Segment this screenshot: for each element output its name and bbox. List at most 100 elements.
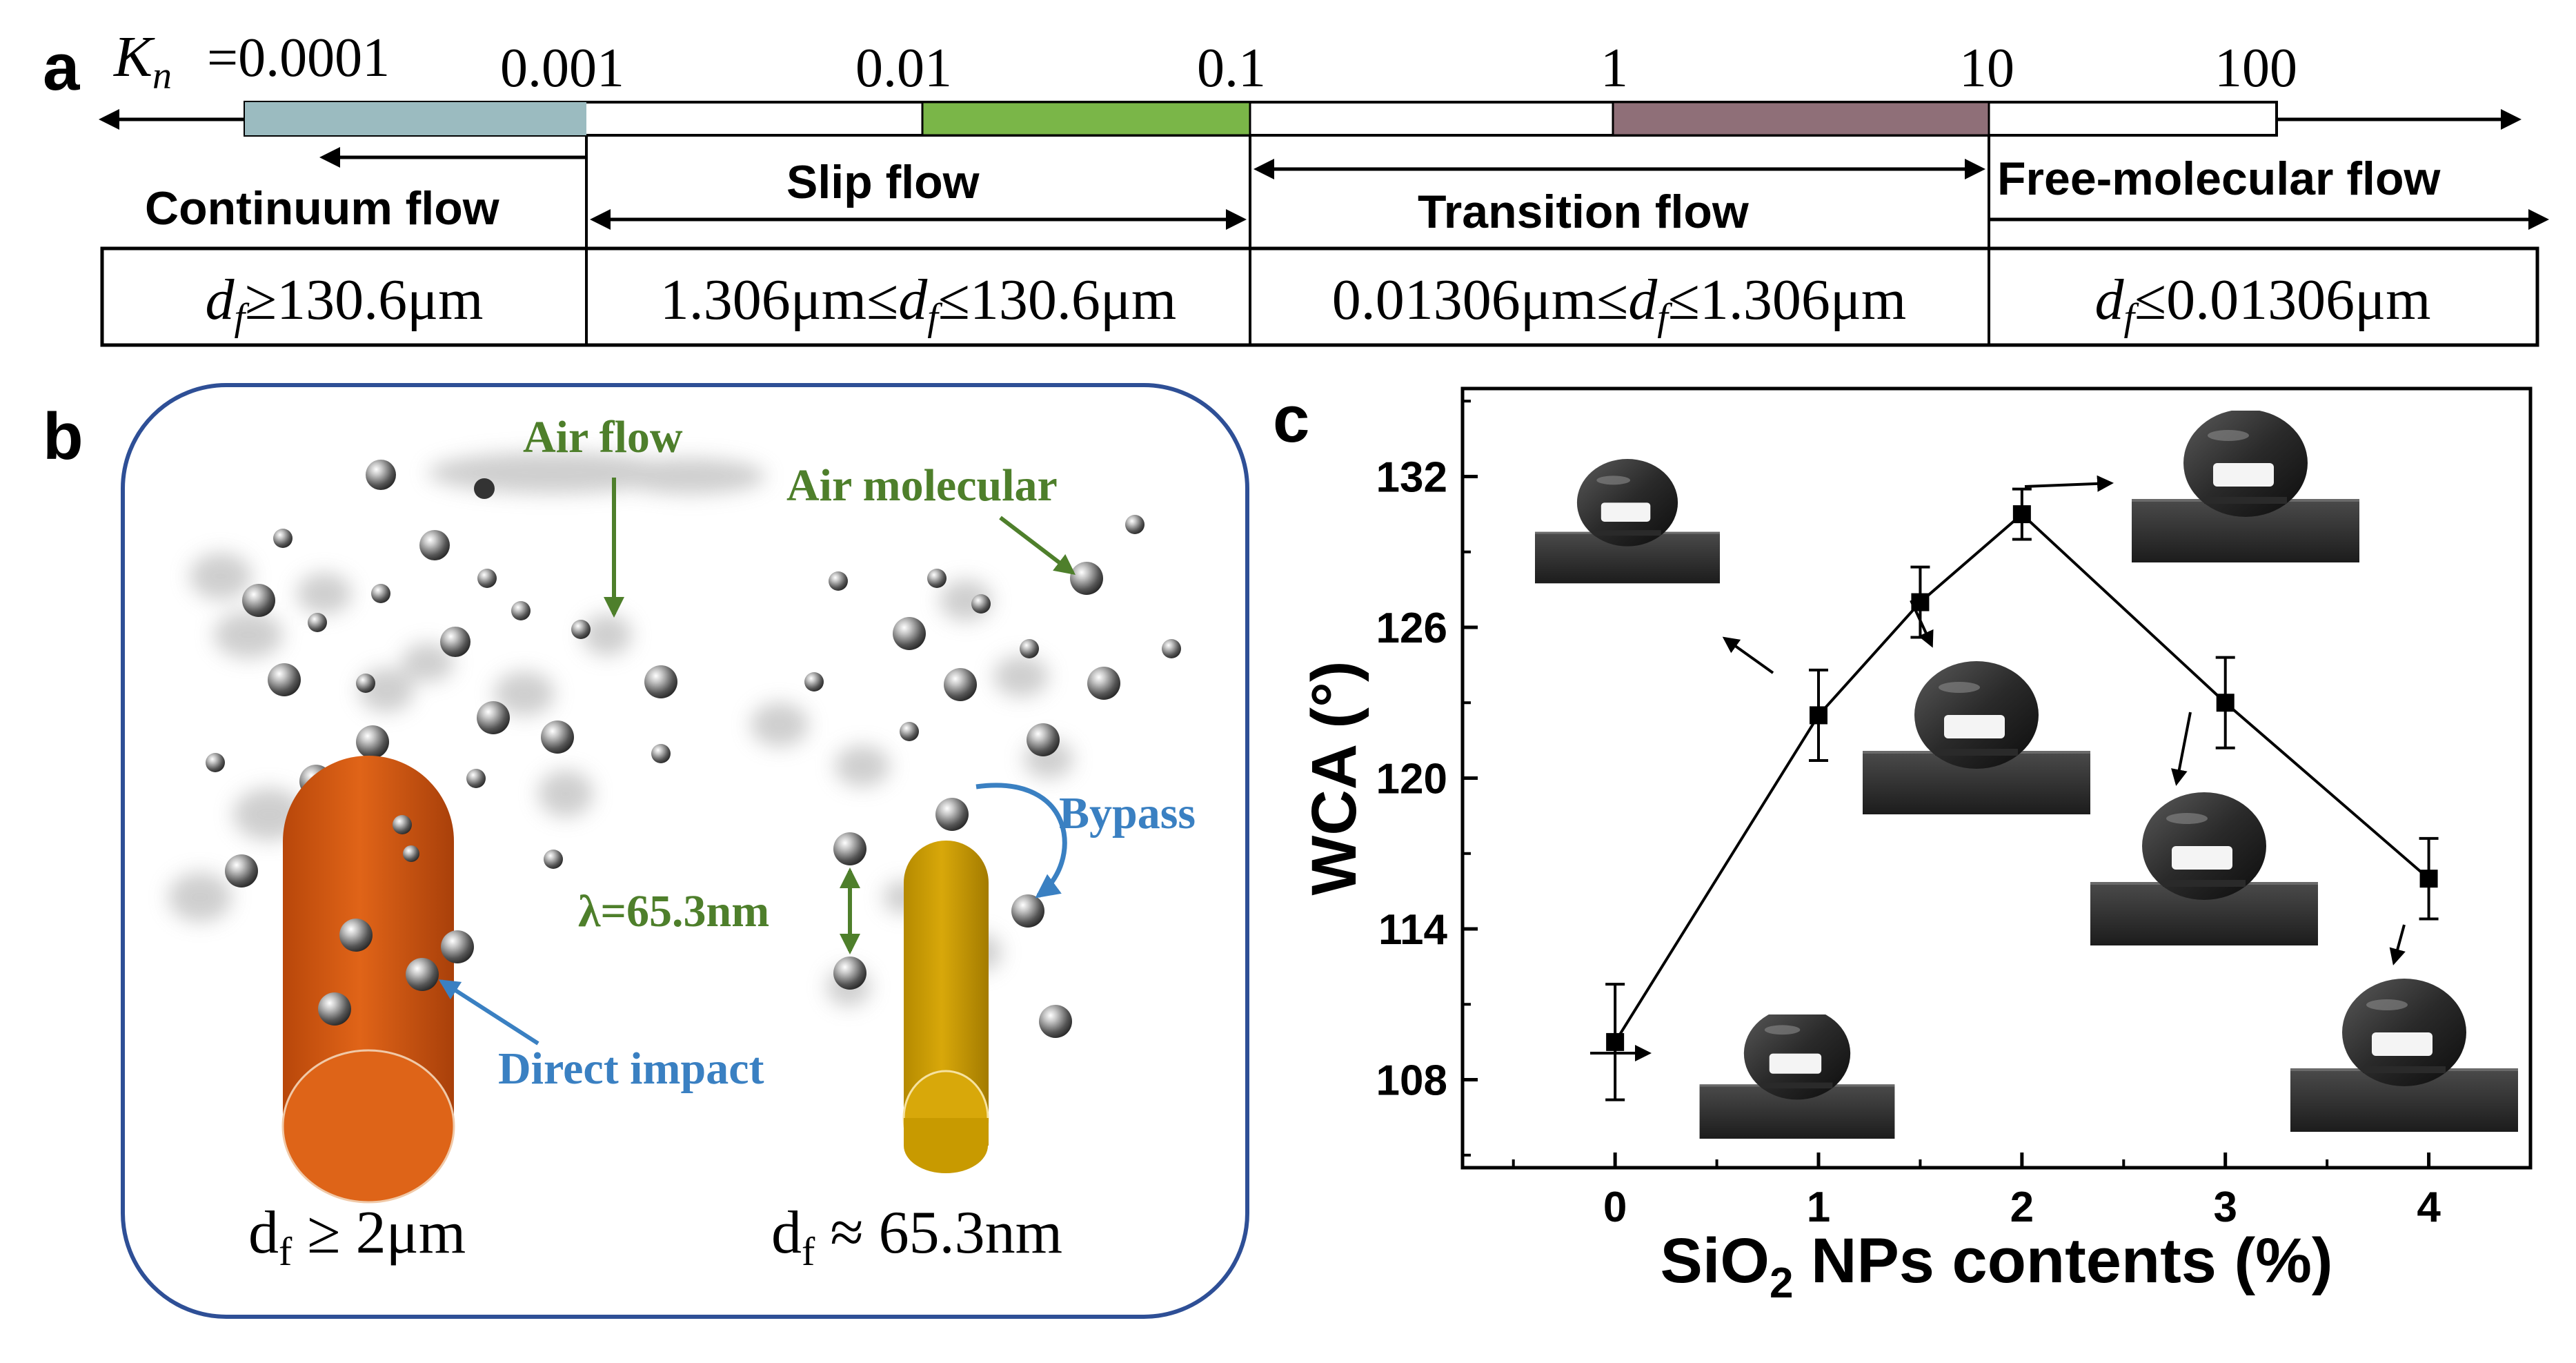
air-molecule xyxy=(1027,723,1060,756)
air-molecule xyxy=(477,569,497,588)
air-molecule xyxy=(339,919,373,952)
air-molecule xyxy=(225,854,258,888)
inset-pointer-4pct xyxy=(2389,924,2406,965)
panel-b: b xyxy=(43,383,1249,1319)
regime-transition-label: Transition flow xyxy=(1418,186,1750,238)
air-molecule xyxy=(268,663,301,696)
air-molecule xyxy=(1011,894,1044,928)
kn-tick-5: 10 xyxy=(1959,38,2014,99)
air-molecule xyxy=(544,850,563,869)
direct-impact-label: Direct impact xyxy=(498,1043,764,1094)
x-tick-label: 0 xyxy=(1603,1184,1627,1231)
kn-tick-1: 0.001 xyxy=(500,38,624,99)
direct-impact-arrow xyxy=(438,979,539,1046)
y-tick-label: 120 xyxy=(1376,756,1447,803)
diameter-table xyxy=(100,246,2539,347)
air-molecule xyxy=(406,958,439,991)
y-tick-label: 114 xyxy=(1378,906,1448,954)
air-molecule xyxy=(1020,639,1039,658)
y-tick-label: 126 xyxy=(1376,605,1447,652)
air-molecule xyxy=(393,815,412,834)
air-molecule xyxy=(1087,667,1120,700)
x-tick-label: 3 xyxy=(2213,1184,2237,1231)
kn-tick-2: 0.01 xyxy=(855,38,952,99)
wca-series-line xyxy=(1614,512,2430,1043)
drop-photo-1pct xyxy=(1535,458,1720,584)
diameter-cell-continuum: df≥130.6μm xyxy=(205,268,483,339)
air-molecule xyxy=(477,701,510,734)
air-molecule xyxy=(419,530,450,560)
drop-photo-0pct xyxy=(1699,1014,1895,1139)
air-molecule xyxy=(829,571,848,591)
small-fiber xyxy=(902,841,989,1173)
data-point xyxy=(2419,870,2438,888)
air-flow-label: Air flow xyxy=(523,412,683,462)
air-molecule xyxy=(833,957,866,990)
x-tick-label: 4 xyxy=(2417,1184,2441,1231)
kn-bar-continuum-segment xyxy=(245,102,586,135)
air-molecule xyxy=(900,722,919,741)
air-molecule xyxy=(440,627,470,657)
air-molecule xyxy=(511,601,531,620)
regime-continuum-label: Continuum flow xyxy=(145,182,500,235)
small-fiber-diameter-label: df ≈ 65.3nm xyxy=(771,1199,1062,1274)
drop-photo-2pct xyxy=(2132,411,2359,562)
air-molecular-label: Air molecular xyxy=(786,460,1058,511)
kn-tick-6: 100 xyxy=(2215,38,2297,99)
large-fiber xyxy=(281,756,474,1204)
bypass-label: Bypass xyxy=(1059,788,1196,839)
air-molecule xyxy=(371,584,390,603)
large-fiber-diameter-label: df ≥ 2μm xyxy=(248,1199,466,1274)
air-molecule xyxy=(571,620,591,639)
x-tick-label: 2 xyxy=(2010,1184,2034,1231)
panel-a: a Kn =0.0001 0.001 0.01 0.1 1 10 100 Con… xyxy=(43,25,2549,347)
air-molecule xyxy=(1162,639,1181,658)
diameter-cell-transition: 0.01306μm≤df≤1.306μm xyxy=(1332,268,1907,339)
air-molecule xyxy=(971,594,991,614)
kn-tick-4: 1 xyxy=(1601,38,1628,99)
air-molecule xyxy=(1070,562,1103,595)
air-molecule xyxy=(804,672,824,692)
air-molecule xyxy=(318,992,351,1026)
data-point xyxy=(1606,1032,1625,1051)
drop-photo-4pct xyxy=(2290,979,2518,1132)
kn-bar-slip-segment xyxy=(921,101,1251,137)
data-point xyxy=(2012,505,2031,524)
air-molecule xyxy=(242,584,275,617)
air-molecule xyxy=(541,720,574,754)
kn-bar-transition-segment xyxy=(1612,101,1990,137)
inset-pointer-2pct xyxy=(2024,475,2114,492)
air-molecule xyxy=(935,798,969,831)
air-molecule xyxy=(1039,1005,1072,1038)
air-molecule xyxy=(927,569,947,588)
air-molecule xyxy=(651,744,671,763)
panel-c-label: c xyxy=(1273,382,1309,456)
drop-photo-1-5pct xyxy=(1863,661,2090,814)
air-molecule xyxy=(833,832,866,865)
y-axis-label: WCA (°) xyxy=(1299,661,1369,896)
mean-free-path-label: λ=65.3nm xyxy=(578,886,769,937)
air-molecule xyxy=(366,460,396,490)
air-molecule xyxy=(466,769,486,788)
data-point xyxy=(1911,593,1930,611)
regime-slip-label: Slip flow xyxy=(786,156,980,208)
diameter-cell-free-molecular: df≤0.01306μm xyxy=(2094,268,2430,339)
panel-b-label: b xyxy=(43,400,83,473)
bypass-arrow xyxy=(975,783,1067,899)
air-molecule xyxy=(273,529,293,548)
air-molecule xyxy=(944,668,977,701)
air-molecule xyxy=(356,725,389,758)
air-molecule xyxy=(441,930,474,963)
kn-tick-0: =0.0001 xyxy=(207,28,390,88)
regime-free-molecular-label: Free-molecular flow xyxy=(1997,153,2441,205)
air-molecule xyxy=(356,674,375,693)
air-molecule xyxy=(474,478,495,499)
panel-a-label: a xyxy=(43,30,80,104)
data-point xyxy=(1810,706,1827,725)
air-molecule xyxy=(893,617,926,650)
air-molecule xyxy=(403,845,419,862)
diameter-cell-slip: 1.306μm≤df≤130.6μm xyxy=(660,268,1177,339)
air-molecular-arrow xyxy=(999,516,1076,576)
